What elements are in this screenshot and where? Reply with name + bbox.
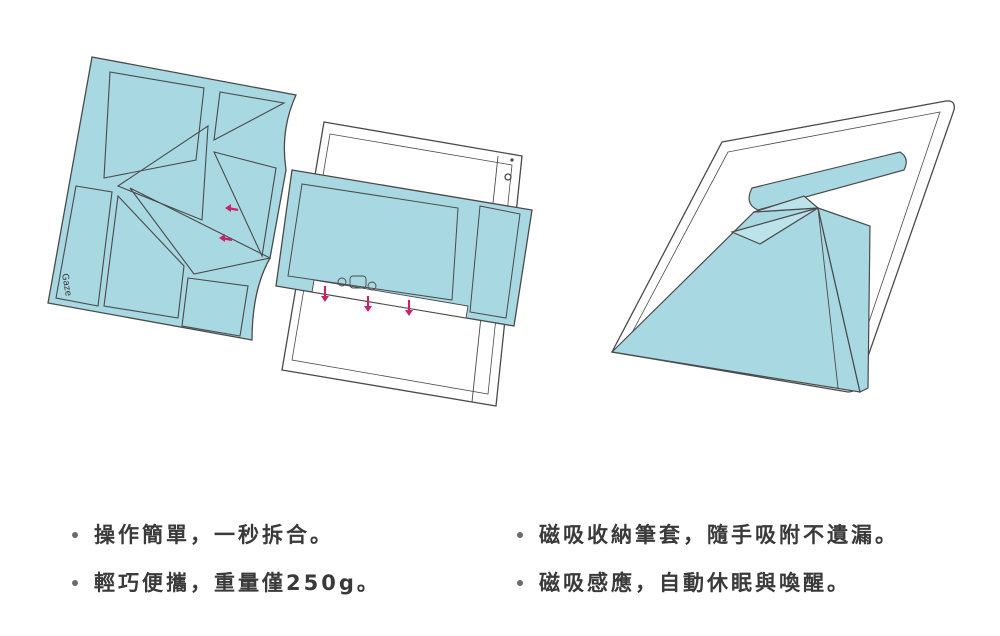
cover-flap <box>275 169 533 327</box>
cat-logo <box>337 275 377 291</box>
feature-item: 磁吸收納筆套，隨手吸附不遺漏。 <box>517 519 899 549</box>
standing-case-figure <box>610 100 955 393</box>
direction-arrows <box>219 204 413 316</box>
case-panel: Gaze <box>47 56 297 341</box>
bullet-icon <box>72 579 78 586</box>
arrow-left-icon <box>225 204 239 212</box>
feature-text: 輕巧便攜，重量僅250g。 <box>94 571 381 595</box>
bullet-icon <box>517 579 523 586</box>
feature-text: 操作簡單，一秒拆合。 <box>94 523 334 547</box>
arrow-down-icon <box>321 286 329 302</box>
feature-text: 磁吸感應，自動休眠與喚醒。 <box>539 571 851 595</box>
product-illustration: Gaze <box>47 56 955 407</box>
arrow-down-icon <box>405 300 413 316</box>
bullet-icon <box>72 531 78 538</box>
arrow-down-icon <box>364 296 372 312</box>
unfolded-case-figure: Gaze <box>47 56 533 407</box>
feature-item: 磁吸感應，自動休眠與喚醒。 <box>517 567 851 597</box>
brand-mark-text: Gaze <box>59 273 73 298</box>
arrow-left-icon <box>219 234 233 242</box>
folded-stand <box>610 151 907 393</box>
feature-text: 磁吸收納筆套，隨手吸附不遺漏。 <box>539 523 899 547</box>
bullet-icon <box>517 531 523 538</box>
feature-item: 操作簡單，一秒拆合。 <box>72 519 334 549</box>
feature-item: 輕巧便攜，重量僅250g。 <box>72 567 381 597</box>
